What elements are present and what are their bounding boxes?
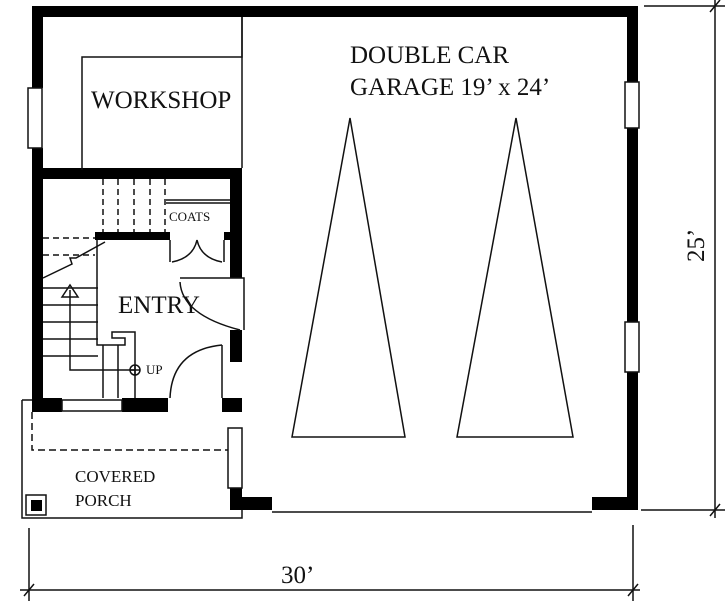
porch-label-line2: PORCH (75, 491, 132, 510)
up-label: UP (146, 362, 163, 377)
garage-label-line1: DOUBLE CAR (350, 42, 510, 69)
garage-label-line2: GARAGE 19’ x 24’ (350, 74, 551, 101)
entry-label: ENTRY (118, 292, 200, 319)
porch-label-line1: COVERED (75, 467, 156, 486)
coats-label: COATS (169, 209, 211, 224)
width-dimension: 30’ (281, 562, 315, 589)
exterior-walls (32, 6, 638, 510)
depth-dimension: 25’ (683, 228, 710, 262)
workshop-label: WORKSHOP (91, 87, 232, 114)
